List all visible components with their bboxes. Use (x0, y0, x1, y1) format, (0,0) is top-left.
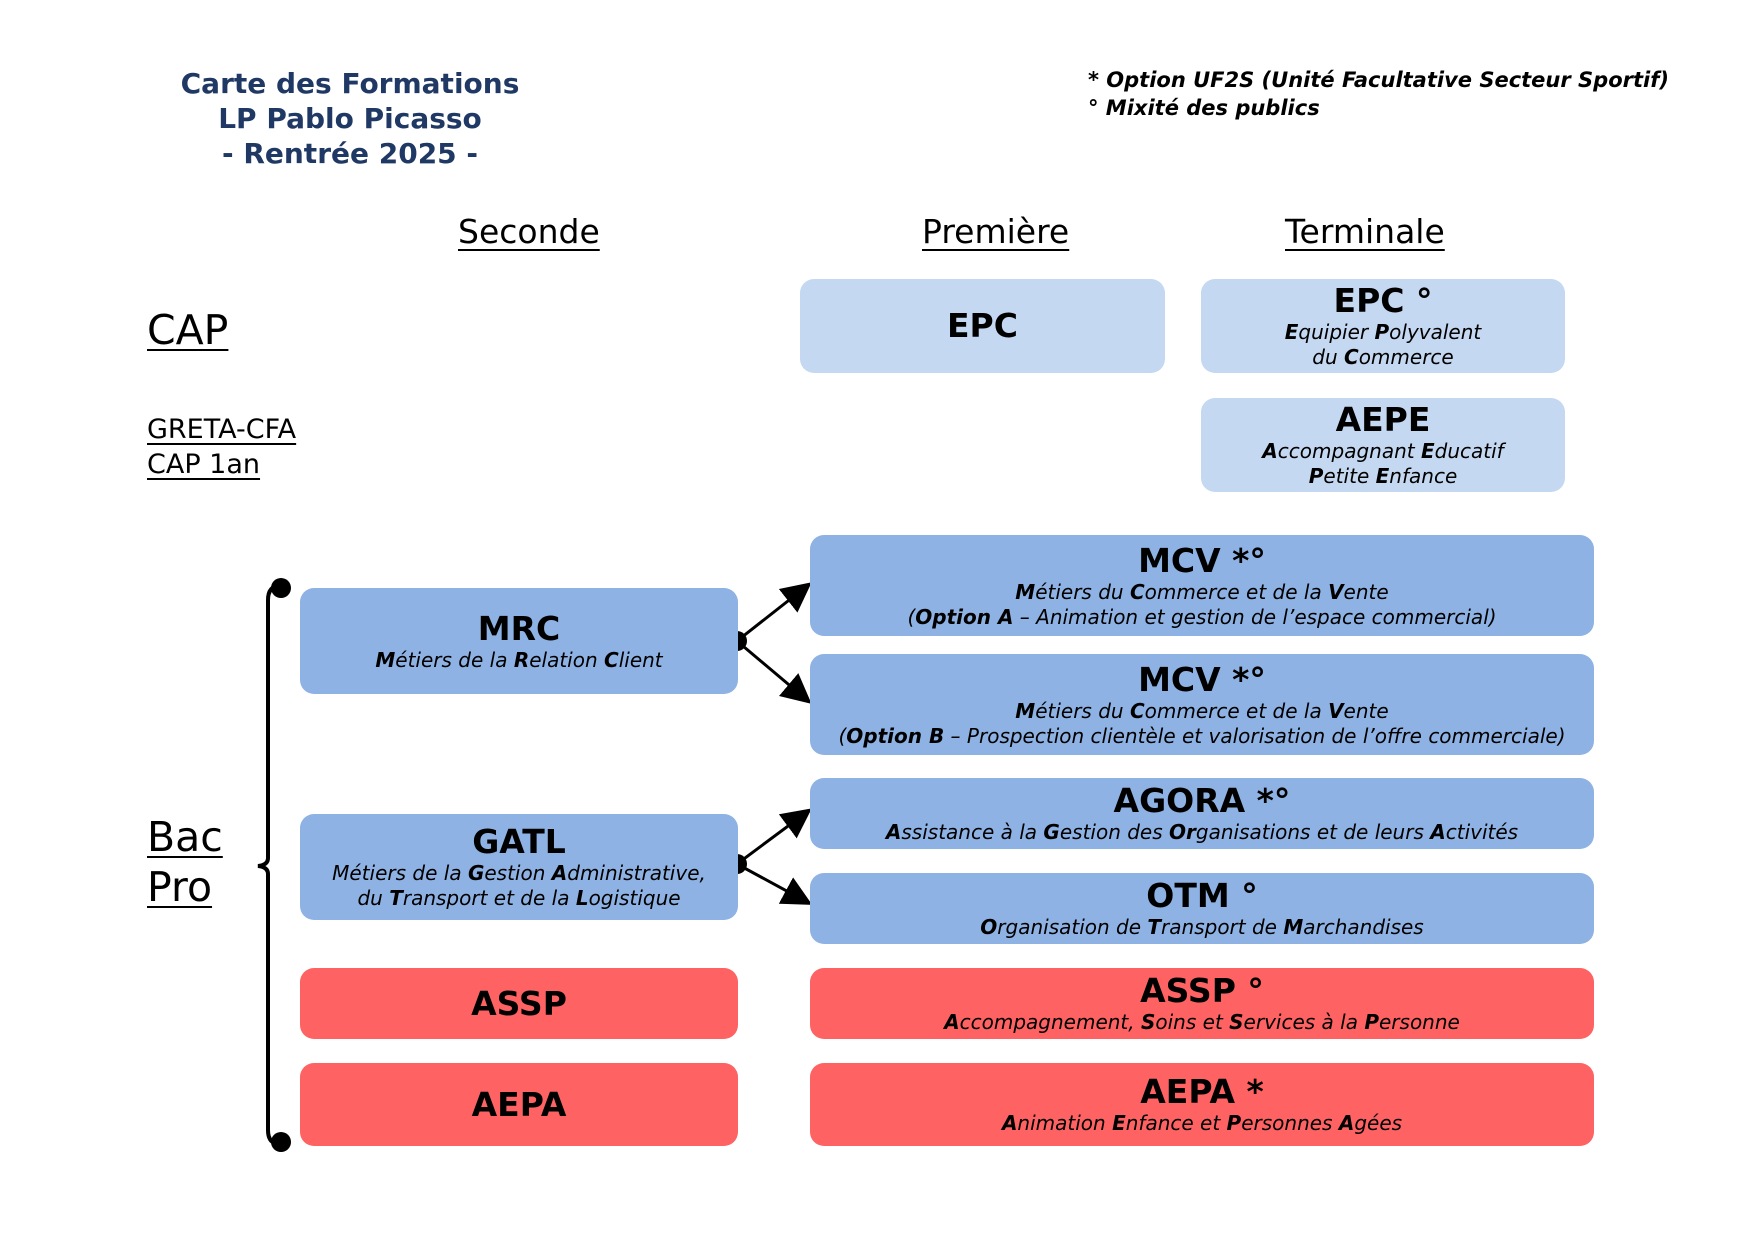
legend-uf2s: * Option UF2S (Unité Facultative Secteur… (1088, 68, 1669, 92)
box-code: MCV *° (1138, 540, 1266, 580)
box-desc-line-1: Métiers de la Gestion Administrative, (332, 861, 706, 885)
arrow-mrc-to-mcv-a (736, 582, 812, 643)
box-aepa-seconde: AEPA (300, 1063, 738, 1146)
box-epc-premiere: EPC (800, 279, 1165, 373)
box-code: EPC (947, 306, 1018, 345)
box-code: MRC (477, 608, 561, 648)
row-label-bacpro-line-1: Bac (147, 813, 223, 861)
box-desc-line-1: Métiers de la Relation Client (375, 647, 663, 672)
box-assp-premiere: ASSP ° Accompagnement, Soins et Services… (810, 968, 1594, 1039)
box-code: GATL (472, 822, 566, 861)
box-desc-line-1: Accompagnement, Soins et Services à la P… (944, 1010, 1460, 1034)
box-desc-line-1: Organisation de Transport de Marchandise… (980, 915, 1424, 939)
box-desc-line-1: Métiers du Commerce et de la Vente (1015, 579, 1389, 604)
row-label-bacpro: Bac Pro (147, 812, 223, 912)
box-code: AEPA * (1140, 1072, 1264, 1111)
title-line-3: - Rentrée 2025 - (221, 137, 479, 170)
title-line-1: Carte des Formations (180, 67, 520, 100)
box-epc-terminale: EPC ° Equipier Polyvalent du Commerce (1201, 279, 1565, 373)
box-code: ASSP (471, 983, 567, 1023)
box-gatl: GATL Métiers de la Gestion Administrativ… (300, 814, 738, 920)
mrc-branch (727, 582, 812, 704)
bacpro-bracket (257, 578, 291, 1152)
box-desc-line-1: Accompagnant Educatif (1262, 439, 1504, 463)
box-desc-line-1: Equipier Polyvalent (1284, 320, 1482, 344)
box-aepa-premiere: AEPA * Animation Enfance et Personnes Ag… (810, 1063, 1594, 1146)
row-label-cap: CAP (147, 306, 229, 354)
box-code: MCV *° (1138, 659, 1266, 699)
title-line-2: LP Pablo Picasso (218, 102, 482, 135)
column-header-seconde: Seconde (458, 212, 600, 251)
arrow-gatl-to-agora (736, 808, 812, 866)
box-code: AEPE (1335, 400, 1431, 439)
legend: * Option UF2S (Unité Facultative Secteur… (1088, 66, 1669, 122)
box-code: AEPA (471, 1084, 567, 1124)
row-label-greta: GRETA-CFA CAP 1an (147, 412, 296, 482)
box-desc-line-2: (Option B – Prospection clientèle et val… (838, 723, 1566, 748)
box-desc-line-1: Assistance à la Gestion des Organisation… (885, 820, 1519, 844)
box-desc-line-2: du Transport et de la Logistique (357, 886, 681, 910)
box-desc-line-2: Petite Enfance (1308, 464, 1458, 488)
column-header-terminale: Terminale (1285, 212, 1445, 251)
row-label-bacpro-line-2: Pro (147, 863, 213, 911)
box-desc-line-2: du Commerce (1312, 345, 1454, 369)
box-desc-line-2: (Option A – Animation et gestion de l’es… (907, 604, 1497, 629)
page-title: Carte des Formations LP Pablo Picasso - … (150, 66, 550, 171)
box-code: AGORA *° (1113, 781, 1291, 820)
box-mcv-option-a: MCV *° Métiers du Commerce et de la Vent… (810, 535, 1594, 636)
box-code: ASSP ° (1140, 971, 1264, 1010)
box-assp-seconde: ASSP (300, 968, 738, 1039)
arrow-gatl-to-otm (736, 862, 813, 905)
legend-mixite: ° Mixité des publics (1088, 96, 1320, 120)
box-desc-line-1: Animation Enfance et Personnes Agées (1001, 1111, 1403, 1135)
bracket-top-dot (271, 578, 291, 598)
box-otm: OTM ° Organisation de Transport de March… (810, 873, 1594, 944)
gatl-branch (727, 808, 813, 905)
box-mcv-option-b: MCV *° Métiers du Commerce et de la Vent… (810, 654, 1594, 755)
row-label-greta-line-1: GRETA-CFA (147, 414, 297, 445)
box-aepe: AEPE Accompagnant Educatif Petite Enfanc… (1201, 398, 1565, 492)
box-code: EPC ° (1333, 281, 1433, 320)
box-mrc: MRC Métiers de la Relation Client (300, 588, 738, 694)
bracket-bottom-dot (271, 1132, 291, 1152)
box-agora: AGORA *° Assistance à la Gestion des Org… (810, 778, 1594, 849)
row-label-greta-line-2: CAP 1an (147, 449, 261, 480)
column-header-premiere: Première (922, 212, 1070, 251)
arrow-mrc-to-mcv-b (736, 639, 812, 704)
box-desc-line-1: Métiers du Commerce et de la Vente (1015, 698, 1389, 723)
box-code: OTM ° (1146, 876, 1258, 915)
